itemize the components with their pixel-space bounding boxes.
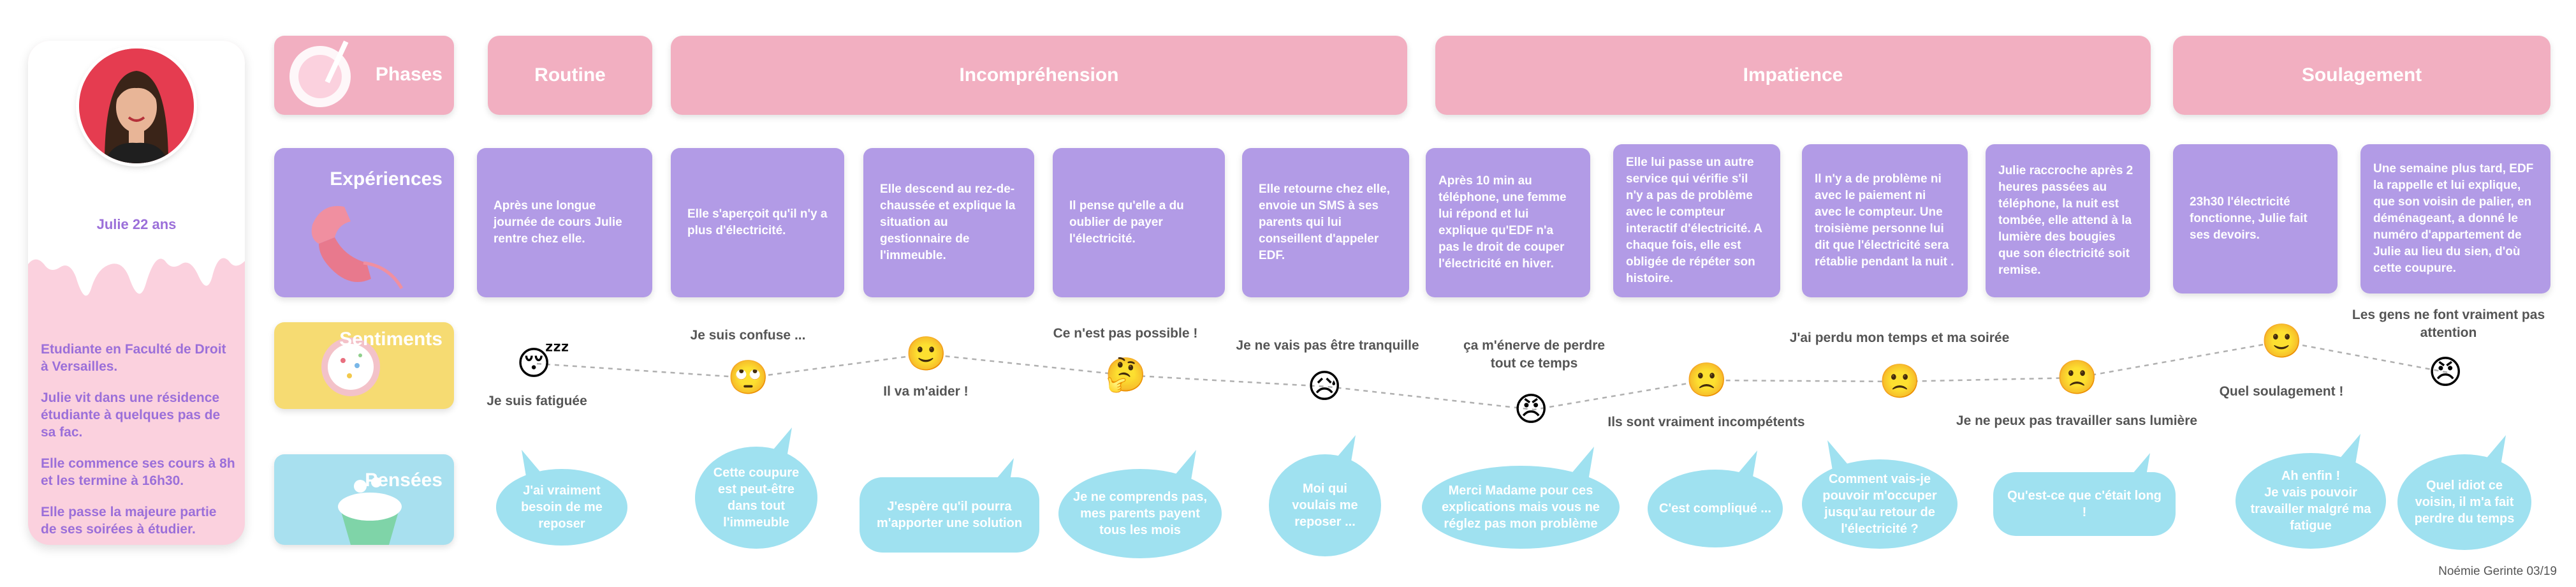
thought-bubble: Comment vais-je pouvoir m'occuper jusqu'…: [1802, 459, 1958, 549]
row-label-text: Sentiments: [339, 329, 443, 350]
thought-bubble: Merci Madame pour ces explications mais …: [1422, 466, 1620, 549]
frowning-face-icon: 🙁: [1686, 362, 1727, 399]
frowning-face-icon: 🙁: [2056, 359, 2098, 396]
footer-credit: Noémie Gerinte 03/19: [2438, 565, 2557, 578]
phase-incomprehension: Incompréhension: [671, 36, 1407, 115]
thought-bubble: Cette coupure est peut-être dans tout l'…: [695, 447, 817, 549]
drip-decoration: [28, 226, 245, 296]
persona-name: Julie 22 ans: [96, 216, 177, 232]
row-label-text: Phases: [375, 64, 443, 85]
experience-card: Elle retourne chez elle, envoie un SMS à…: [1242, 148, 1409, 297]
angry-face-icon: 😠: [1514, 391, 1549, 428]
experience-card: Elle lui passe un autre service qui véri…: [1613, 144, 1780, 297]
experience-card: Après 10 min au téléphone, une femme lui…: [1426, 148, 1590, 297]
persona-paragraph: Julie vit dans une résidence étudiante à…: [41, 390, 221, 440]
thought-bubble: J'espère qu'il pourra m'apporter une sol…: [860, 477, 1039, 553]
thought-bubble: Qu'est-ce que c'était long !: [1993, 472, 2176, 536]
smiling-face-icon: 🙂: [905, 336, 947, 373]
persona-paragraph: Elle commence ses cours à 8h et les term…: [41, 456, 235, 488]
persona-description: Etudiante en Faculté de Droit à Versaill…: [41, 341, 235, 545]
sentiment-label: ça m'énerve de perdre tout ce temps: [1463, 338, 1606, 371]
persona-card: Julie 22 ans Etudiante en Faculté de Dro…: [28, 41, 245, 545]
thought-bubble: Ah enfin ! Je vais pouvoir travailler ma…: [2236, 453, 2386, 549]
cup-icon: [289, 40, 351, 107]
thought-bubble: Je ne comprends pas, mes parents payent …: [1058, 469, 1222, 558]
sentiment-label: Je suis fatiguée: [487, 394, 587, 408]
thinking-face-icon: 🤔: [1105, 357, 1146, 394]
avatar: [79, 48, 194, 163]
eye-roll-face-icon: 🙄: [728, 359, 769, 396]
row-label-phases: Phases: [274, 36, 454, 115]
experience-card: Il n'y a de problème ni avec le paiement…: [1802, 144, 1968, 297]
row-label-text: Pensées: [365, 470, 443, 491]
sentiment-label: Je ne peux pas travailler sans lumière: [1956, 413, 2198, 428]
persona-paragraph: Etudiante en Faculté de Droit à Versaill…: [41, 342, 226, 374]
sentiment-label: Quel soulagement !: [2219, 384, 2344, 399]
sentiment-label: Ce n'est pas possible !: [1053, 326, 1198, 341]
sentiment-label: Ils sont vraiment incompétents: [1607, 415, 1805, 429]
sentiment-label: Je ne vais pas être tranquille: [1236, 338, 1419, 353]
thought-bubble: Moi qui voulais me reposer ...: [1269, 454, 1381, 556]
experience-card: Après une longue journée de cours Julie …: [477, 148, 652, 297]
phase-soulagement: Soulagement: [2173, 36, 2550, 115]
persona-paragraph: Elle passe la majeure partie de ses soir…: [41, 505, 217, 537]
phase-impatience: Impatience: [1435, 36, 2151, 115]
smiling-face-icon: 🙂: [2261, 323, 2302, 360]
thought-bubble: C'est compliqué ...: [1648, 470, 1783, 547]
experience-card: Elle descend au rez-de-chaussée et expli…: [863, 148, 1034, 297]
angry-face-icon: 😠: [2428, 354, 2463, 391]
phase-routine: Routine: [488, 36, 652, 115]
sleepy-face-icon: 😴: [516, 345, 570, 382]
row-label-text: Expériences: [330, 168, 443, 189]
experience-card: Julie raccroche après 2 heures passées a…: [1986, 144, 2150, 297]
cupcake-icon: [338, 477, 402, 545]
sprinkles-icon: [321, 338, 380, 396]
sentiment-label: Je suis confuse ...: [690, 328, 806, 343]
experience-card: 23h30 l'électricité fonctionne, Julie fa…: [2173, 144, 2338, 294]
row-label-experiences: Expériences: [274, 148, 454, 297]
thought-bubble: Quel idiot ce voisin, il m'a fait perdre…: [2397, 454, 2531, 550]
sentiment-label: Il va m'aider !: [883, 384, 969, 399]
sentiment-label: Les gens ne font vraiment pas attention: [2352, 308, 2545, 340]
experience-card: Elle s'aperçoit qu'il n'y a plus d'élect…: [671, 148, 844, 297]
row-label-sentiments: Sentiments: [274, 322, 454, 409]
sentiment-label: J'ai perdu mon temps et ma soirée: [1789, 331, 2010, 345]
experience-card: Il pense qu'elle a du oublier de payer l…: [1053, 148, 1225, 297]
row-label-pensees: Pensées: [274, 454, 454, 545]
thought-bubble: J'ai vraiment besoin de me reposer: [496, 469, 627, 546]
frowning-face-icon: 🙁: [1879, 363, 1921, 400]
experience-card: Une semaine plus tard, EDF la rappelle e…: [2360, 144, 2550, 294]
worried-face-icon: 😥: [1307, 368, 1342, 405]
telephone-icon: [311, 205, 404, 290]
